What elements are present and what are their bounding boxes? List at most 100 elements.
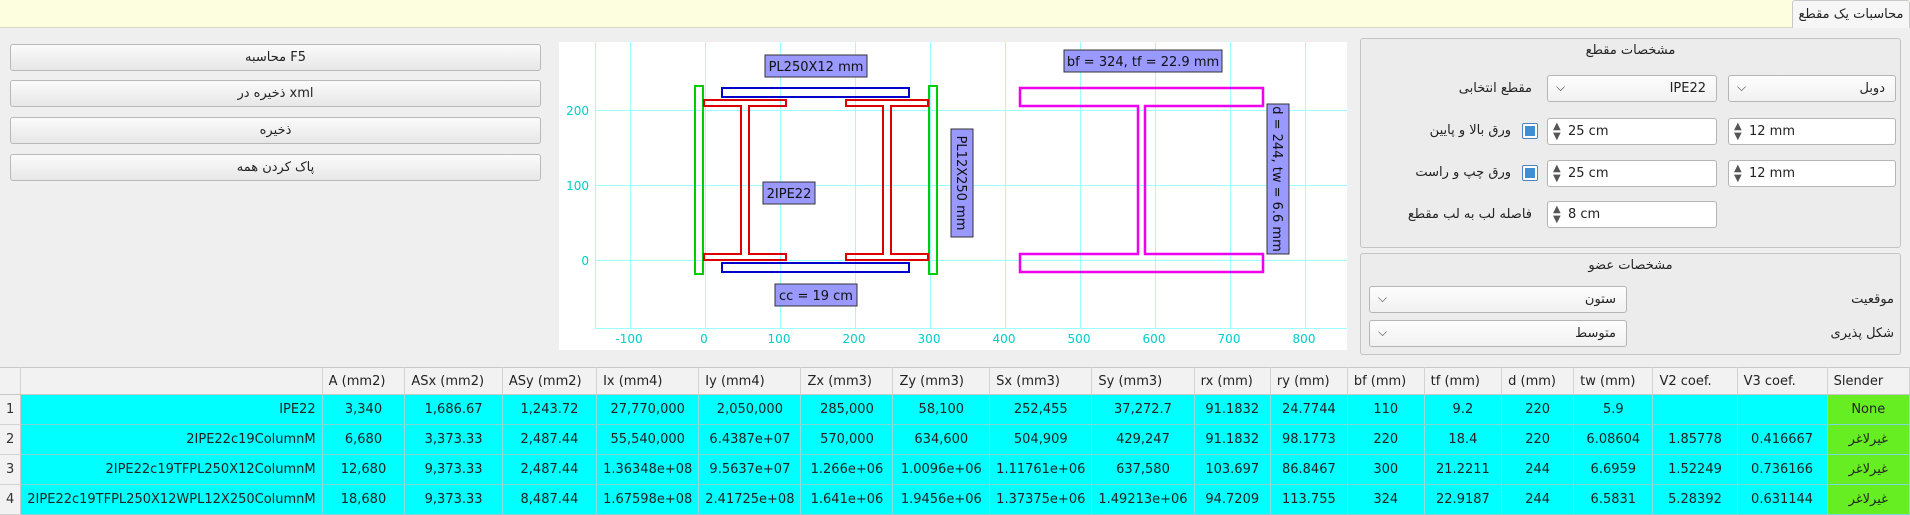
table-cell[interactable]: 244 xyxy=(1501,484,1575,515)
left-right-thickness-spinner[interactable]: ▲▼ 12 mm xyxy=(1728,160,1896,187)
table-cell[interactable]: 91.1832 xyxy=(1194,394,1271,425)
table-cell[interactable]: 3,340 xyxy=(322,394,406,425)
spinner-arrows-icon[interactable]: ▲▼ xyxy=(1553,204,1561,225)
table-cell[interactable]: 1.36348e+08 xyxy=(596,454,700,485)
column-header[interactable]: ASy (mm2) xyxy=(502,367,598,395)
slender-cell[interactable]: None xyxy=(1827,394,1910,425)
table-cell[interactable]: 9.5637e+07 xyxy=(698,454,802,485)
column-header[interactable]: V3 coef. xyxy=(1737,367,1828,395)
table-cell[interactable]: 3,373.33 xyxy=(404,424,503,455)
table-cell[interactable]: 285,000 xyxy=(800,394,894,425)
table-cell[interactable]: 220 xyxy=(1501,394,1575,425)
table-cell[interactable]: 1.85778 xyxy=(1652,424,1738,455)
table-cell[interactable]: 300 xyxy=(1347,454,1425,485)
table-cell[interactable]: 0.631144 xyxy=(1737,484,1828,515)
table-cell[interactable]: 94.7209 xyxy=(1194,484,1271,515)
clear-all-button[interactable]: پاک کردن همه xyxy=(10,154,541,181)
edge-distance-spinner[interactable]: ▲▼ 8 cm xyxy=(1547,201,1717,228)
position-combo[interactable]: ستون ⌵ xyxy=(1369,286,1627,313)
top-bottom-plate-checkbox[interactable] xyxy=(1522,123,1538,139)
row-number[interactable]: 1 xyxy=(0,394,22,425)
table-cell[interactable]: 110 xyxy=(1347,394,1425,425)
table-row[interactable]: 3 2IPE22c19TFPL250X12ColumnM 12,680 9,37… xyxy=(0,454,1910,485)
column-header[interactable]: rx (mm) xyxy=(1194,367,1271,395)
table-cell[interactable]: 22.9187 xyxy=(1424,484,1503,515)
row-number[interactable]: 2 xyxy=(0,424,22,455)
table-cell[interactable]: 2,050,000 xyxy=(698,394,802,425)
table-cell[interactable]: 1,243.72 xyxy=(502,394,598,425)
column-header[interactable]: Iy (mm4) xyxy=(698,367,802,395)
top-bottom-thickness-spinner[interactable]: ▲▼ 12 mm xyxy=(1728,118,1896,145)
column-header[interactable]: Zy (mm3) xyxy=(892,367,991,395)
table-cell[interactable]: 1.37375e+06 xyxy=(989,484,1093,515)
column-header[interactable]: A (mm2) xyxy=(322,367,406,395)
table-cell[interactable]: 1.11761e+06 xyxy=(989,454,1093,485)
table-cell[interactable]: 244 xyxy=(1501,454,1575,485)
table-cell[interactable]: 2.41725e+08 xyxy=(698,484,802,515)
table-cell[interactable]: 86.8467 xyxy=(1270,454,1348,485)
table-cell[interactable]: 324 xyxy=(1347,484,1425,515)
table-cell[interactable]: 2,487.44 xyxy=(502,424,598,455)
table-cell[interactable]: 27,770,000 xyxy=(596,394,700,425)
table-cell[interactable]: 0.736166 xyxy=(1737,454,1828,485)
table-cell[interactable]: 9,373.33 xyxy=(404,454,503,485)
column-header[interactable]: d (mm) xyxy=(1501,367,1575,395)
table-cell[interactable]: 429,247 xyxy=(1091,424,1195,455)
section-name-cell[interactable]: IPE22 xyxy=(20,394,323,425)
column-header[interactable]: Ix (mm4) xyxy=(596,367,700,395)
table-cell[interactable]: 9.2 xyxy=(1424,394,1503,425)
left-right-width-spinner[interactable]: ▲▼ 25 cm xyxy=(1547,160,1717,187)
table-cell[interactable]: 98.1773 xyxy=(1270,424,1348,455)
table-cell[interactable]: 18,680 xyxy=(322,484,406,515)
column-header[interactable]: tf (mm) xyxy=(1424,367,1503,395)
table-cell[interactable] xyxy=(1652,394,1738,425)
top-bottom-width-spinner[interactable]: ▲▼ 25 cm xyxy=(1547,118,1717,145)
tab-section-calculation[interactable]: محاسبات یک مقطع xyxy=(1792,0,1910,28)
column-header[interactable]: V2 coef. xyxy=(1652,367,1738,395)
table-cell[interactable]: 6.5831 xyxy=(1573,484,1654,515)
column-header[interactable]: Zx (mm3) xyxy=(800,367,894,395)
row-number[interactable]: 4 xyxy=(0,484,22,515)
ductility-combo[interactable]: متوسط ⌵ xyxy=(1369,320,1627,347)
table-cell[interactable]: 6.4387e+07 xyxy=(698,424,802,455)
table-cell[interactable]: 1.0096e+06 xyxy=(892,454,991,485)
slender-cell[interactable]: غیرلاغر xyxy=(1827,484,1910,515)
spinner-arrows-icon[interactable]: ▲▼ xyxy=(1553,121,1561,142)
table-cell[interactable]: 5.28392 xyxy=(1652,484,1738,515)
column-header[interactable]: ry (mm) xyxy=(1270,367,1348,395)
save-button[interactable]: ذخیره xyxy=(10,117,541,144)
name-column-header[interactable] xyxy=(20,367,323,395)
table-row[interactable]: 4 2IPE22c19TFPL250X12WPL12X250ColumnM 18… xyxy=(0,484,1910,515)
table-cell[interactable]: 252,455 xyxy=(989,394,1093,425)
table-cell[interactable]: 2,487.44 xyxy=(502,454,598,485)
table-cell[interactable]: 37,272.7 xyxy=(1091,394,1195,425)
table-cell[interactable]: 570,000 xyxy=(800,424,894,455)
spinner-arrows-icon[interactable]: ▲▼ xyxy=(1734,163,1742,184)
table-cell[interactable]: 1.9456e+06 xyxy=(892,484,991,515)
section-name-cell[interactable]: 2IPE22c19TFPL250X12ColumnM xyxy=(20,454,323,485)
column-header[interactable]: ASx (mm2) xyxy=(404,367,503,395)
column-header[interactable]: Slender xyxy=(1827,367,1910,395)
table-cell[interactable]: 637,580 xyxy=(1091,454,1195,485)
section-name-cell[interactable]: 2IPE22c19TFPL250X12WPL12X250ColumnM xyxy=(20,484,323,515)
table-cell[interactable]: 220 xyxy=(1347,424,1425,455)
table-cell[interactable]: 21.2211 xyxy=(1424,454,1503,485)
table-cell[interactable]: 58,100 xyxy=(892,394,991,425)
slender-cell[interactable]: غیرلاغر xyxy=(1827,424,1910,455)
table-cell[interactable]: 634,600 xyxy=(892,424,991,455)
table-row[interactable]: 2 2IPE22c19ColumnM 6,680 3,373.33 2,487.… xyxy=(0,424,1910,455)
table-cell[interactable]: 18.4 xyxy=(1424,424,1503,455)
save-xml-button[interactable]: ذخیره در xml xyxy=(10,80,541,107)
table-cell[interactable]: 1,686.67 xyxy=(404,394,503,425)
table-cell[interactable]: 8,487.44 xyxy=(502,484,598,515)
column-header[interactable]: Sx (mm3) xyxy=(989,367,1093,395)
left-right-plate-checkbox[interactable] xyxy=(1522,165,1538,181)
calculate-button[interactable]: محاسبه F5 xyxy=(10,44,541,71)
table-cell[interactable]: 12,680 xyxy=(322,454,406,485)
table-row[interactable]: 1 IPE22 3,340 1,686.67 1,243.72 27,770,0… xyxy=(0,394,1910,425)
spinner-arrows-icon[interactable]: ▲▼ xyxy=(1553,163,1561,184)
table-cell[interactable]: 9,373.33 xyxy=(404,484,503,515)
spinner-arrows-icon[interactable]: ▲▼ xyxy=(1734,121,1742,142)
section-type-combo[interactable]: دوبل ⌵ xyxy=(1728,75,1896,102)
column-header[interactable]: bf (mm) xyxy=(1347,367,1425,395)
